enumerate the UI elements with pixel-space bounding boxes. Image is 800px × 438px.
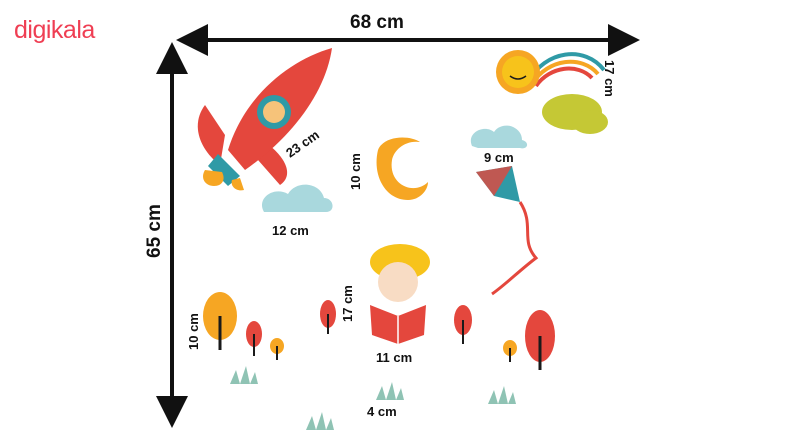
grass-dimension-label: 4 cm	[367, 404, 397, 419]
boy-height-label: 17 cm	[340, 285, 355, 322]
reading-boy-sticker: 17 cm 11 cm	[340, 244, 430, 365]
moon-sticker: 10 cm	[348, 137, 428, 200]
rocket-sticker: 23 cm	[197, 48, 332, 191]
small-cloud-dimension-label: 9 cm	[484, 150, 514, 165]
trees-sticker: 10 cm	[186, 292, 555, 370]
total-height-label: 65 cm	[144, 204, 165, 258]
cloud-sticker: 12 cm	[262, 184, 333, 238]
rocket-dimension-label: 23 cm	[283, 127, 322, 160]
rainbow-dimension-label: 17 cm	[602, 60, 617, 97]
brand-logo: digikala	[14, 16, 95, 44]
moon-dimension-label: 10 cm	[348, 153, 363, 190]
kite-sticker	[476, 166, 539, 296]
sun-rainbow-sticker: 17 cm	[496, 50, 617, 134]
boy-width-label: 11 cm	[376, 350, 412, 365]
total-width-label: 68 cm	[350, 12, 404, 33]
grass-sticker: 4 cm	[230, 366, 516, 430]
cloud-dimension-label: 12 cm	[272, 223, 309, 238]
small-cloud-sticker: 9 cm	[470, 125, 528, 165]
tree-dimension-label: 10 cm	[186, 313, 201, 350]
